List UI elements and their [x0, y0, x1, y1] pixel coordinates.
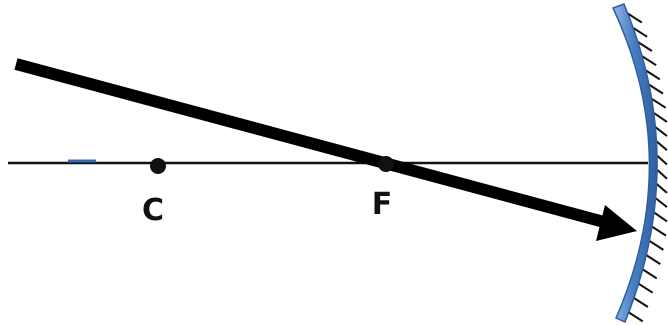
hatch-mark: [654, 126, 668, 137]
hatch-mark: [653, 112, 668, 123]
center-label: C: [142, 193, 164, 228]
hatch-mark: [656, 168, 668, 180]
hatch-mark: [642, 268, 658, 280]
hatch-mark: [654, 197, 668, 208]
focus-label: F: [372, 187, 393, 222]
hatch-mark: [653, 211, 668, 223]
hatch-mark: [651, 225, 667, 237]
hatch-mark: [651, 97, 667, 109]
mirror-hatching: [627, 12, 668, 323]
incident-ray: [14, 58, 606, 228]
hatch-mark: [648, 240, 664, 251]
hatch-mark: [645, 69, 661, 81]
focus-point: [378, 156, 394, 172]
hatch-mark: [637, 41, 653, 52]
hatch-mark: [641, 55, 657, 67]
hatch-mark: [633, 297, 649, 308]
hatch-mark: [645, 254, 661, 265]
hatch-mark: [656, 154, 668, 166]
hatch-mark: [655, 183, 668, 194]
concave-mirror-icon: [611, 3, 658, 324]
hatch-mark: [648, 83, 664, 95]
hatch-mark: [632, 26, 648, 38]
hatch-mark: [638, 282, 654, 294]
center-point: [150, 158, 166, 174]
hatch-mark: [628, 311, 644, 323]
hatch-mark: [655, 140, 668, 152]
hatch-mark: [627, 12, 643, 24]
arrow-ray-icon: [596, 205, 637, 241]
